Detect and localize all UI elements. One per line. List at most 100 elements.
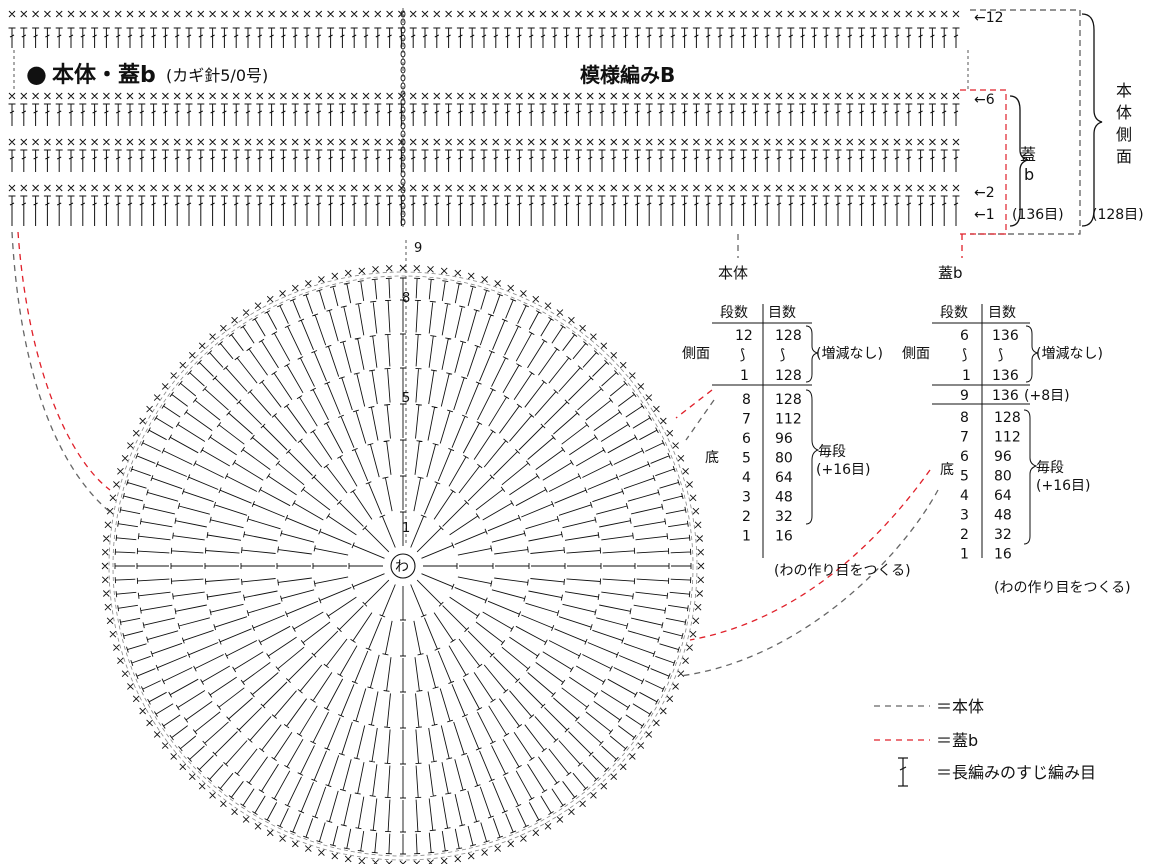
table-row-number: 1	[960, 547, 969, 563]
round-guide-2	[108, 271, 698, 861]
body-bottom-label: 底	[705, 450, 719, 466]
round-numbers: 9 8 5 1	[402, 241, 422, 536]
body-col-rows: 段数	[720, 305, 748, 321]
body-col-sts: 目数	[768, 305, 796, 321]
body-footer: (わの作り目をつくる)	[774, 563, 911, 579]
table-stitch-count: 112	[775, 412, 802, 428]
lid-stitch-count: (136目)	[1012, 207, 1064, 223]
table-row-number: 4	[960, 488, 969, 504]
body-side-row-1: 12	[735, 328, 753, 344]
row-label-2: ←2	[974, 185, 995, 201]
row-label-1: ←1	[974, 207, 995, 223]
lid-label-1: 蓋	[1020, 145, 1036, 164]
round-number-8: 8	[402, 291, 410, 306]
round-number-5: 5	[402, 391, 410, 406]
connector-lines	[11, 231, 963, 677]
round-guide-1	[112, 275, 694, 857]
lid-footer: (わの作り目をつくる)	[994, 580, 1131, 596]
round-number-1: 1	[402, 521, 410, 536]
body-bottom-note-2: (+16目)	[816, 462, 870, 478]
chart-title: ● 本体・蓋b (カギ針5/0号) 模様編みB	[20, 54, 700, 88]
lid-label-2: b	[1024, 165, 1034, 184]
table-stitch-count: 80	[994, 469, 1012, 485]
lid-connector-long	[689, 469, 931, 641]
table-stitch-count: 96	[775, 431, 793, 447]
body-side-row-3: 1	[740, 368, 749, 384]
body-label-3: 側	[1116, 125, 1132, 144]
body-bottom-note-1: 毎段	[818, 444, 846, 460]
legend-body-label: ＝本体	[936, 697, 984, 716]
table-stitch-count: 48	[994, 508, 1012, 524]
table-row-number: 7	[742, 412, 751, 428]
table-stitch-count: 16	[994, 547, 1012, 563]
side-turning-chain	[400, 10, 406, 226]
body-stitch-count: (128目)	[1092, 207, 1144, 223]
stitch-symbol-icon	[898, 757, 908, 787]
lid-table-title: 蓋b	[938, 264, 963, 282]
table-row-number: 1	[742, 529, 751, 545]
body-side-sts-1: 128	[775, 328, 802, 344]
body-side-row-2: ⟆	[740, 347, 745, 363]
body-side-sts-3: 128	[775, 368, 802, 384]
lid-bottom-note-1: 毎段	[1036, 460, 1064, 476]
lid-brace	[1009, 95, 1029, 227]
lid-row9-note: (+8目)	[1024, 388, 1070, 404]
body-side-note: (増減なし)	[816, 345, 883, 362]
outer-sc-ring	[101, 264, 705, 868]
lid-col-sts: 目数	[988, 305, 1016, 321]
table-row-number: 3	[960, 508, 969, 524]
lid-connector-right	[675, 389, 713, 419]
table-stitch-count: 32	[775, 509, 793, 525]
row-label-6: ←6	[974, 92, 995, 108]
round-stitches	[114, 277, 692, 855]
table-row-number: 2	[742, 509, 751, 525]
lid-side-row-2: ⟆	[962, 347, 967, 363]
legend-lid-label: ＝蓋b	[936, 731, 978, 750]
table-row-number: 4	[742, 470, 751, 486]
pattern-label: 模様編みB	[580, 63, 675, 87]
title-sub: (カギ針5/0号)	[166, 66, 268, 85]
row-labels: ←12 ←6 ←2 ←1 蓋 b (136目) (128目) 本 体 側 面	[974, 10, 1144, 223]
lid-side-label: 側面	[902, 346, 930, 362]
lid-side-note: (増減なし)	[1036, 345, 1103, 362]
body-connector-long	[679, 489, 939, 677]
body-side-label: 側面	[682, 346, 710, 362]
lid-bottom-note-2: (+16目)	[1036, 478, 1090, 494]
magic-ring-label: わ	[395, 559, 409, 575]
lid-side-sts-3: 136	[992, 368, 1019, 384]
lid-side-row-3: 1	[962, 368, 971, 384]
table-row-number: 6	[960, 449, 969, 465]
body-side-sts-2: ⟆	[780, 347, 785, 363]
lid-side-row-1: 6	[960, 328, 969, 344]
side-stitches	[8, 10, 960, 226]
magic-ring: わ	[390, 553, 416, 579]
legend-stitch-label: ＝長編みのすじ編み目	[936, 763, 1096, 782]
table-stitch-count: 128	[994, 410, 1021, 426]
table-stitch-count: 64	[775, 470, 793, 486]
body-label-1: 本	[1116, 81, 1132, 100]
body-table-title: 本体	[718, 264, 748, 282]
body-connector-left	[11, 231, 111, 513]
lid-table: 蓋b 段数 目数 側面 6 136 ⟆ ⟆ 1 136 (増減なし) 9 136…	[902, 264, 1131, 596]
table-stitch-count: 128	[775, 392, 802, 408]
table-stitch-count: 96	[994, 449, 1012, 465]
row-label-12: ←12	[974, 10, 1004, 26]
table-stitch-count: 16	[775, 529, 793, 545]
table-row-number: 2	[960, 527, 969, 543]
lid-side-sts-2: ⟆	[998, 347, 1003, 363]
table-row-number: 8	[742, 392, 751, 408]
table-stitch-count: 48	[775, 490, 793, 506]
table-row-number: 7	[960, 430, 969, 446]
round-number-9: 9	[414, 241, 422, 256]
title-main: 本体・蓋b	[52, 62, 156, 88]
body-brace	[1081, 13, 1103, 227]
table-row-number: 5	[960, 469, 969, 485]
body-label-2: 体	[1116, 103, 1132, 122]
bottom-stitch-circle	[101, 264, 705, 868]
title-bullet: ●	[26, 60, 47, 88]
table-stitch-count: 64	[994, 488, 1012, 504]
